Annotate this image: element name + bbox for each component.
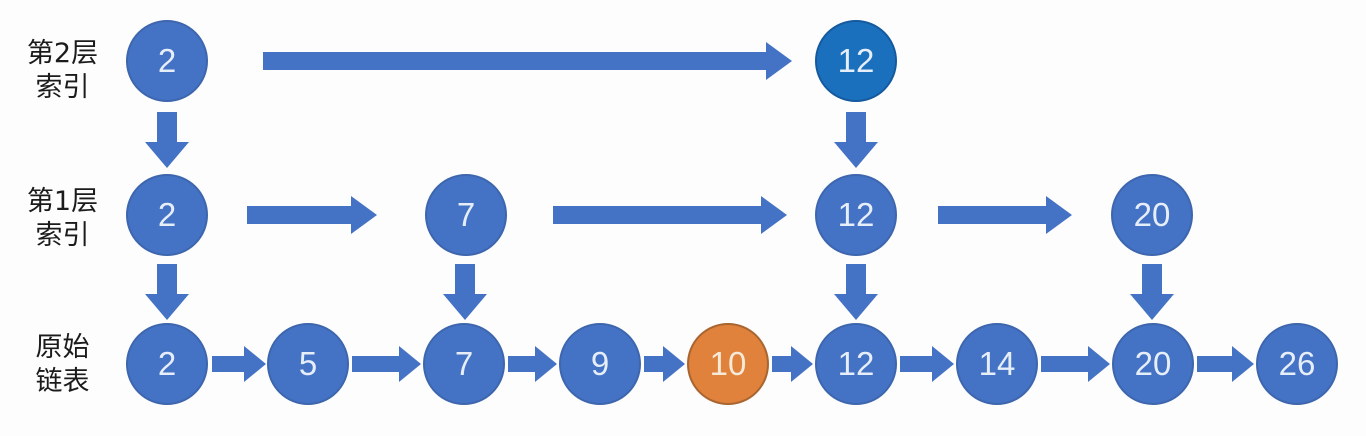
node-value: 10 [709, 345, 747, 382]
node-value: 14 [978, 345, 1016, 382]
row-label-line: 索引 [35, 72, 90, 103]
arrow-level2-2-to-12 [263, 52, 766, 70]
node-list-14: 14 [956, 323, 1038, 405]
row-label-line: 第1层 [26, 186, 99, 217]
arrow-list-20-to-26 [1197, 356, 1232, 372]
node-value: 5 [298, 345, 318, 382]
arrow-level1-7-to-12 [553, 206, 761, 224]
node-value: 2 [157, 196, 177, 233]
node-value: 7 [454, 345, 474, 382]
node-level1-12: 12 [815, 174, 897, 256]
node-value: 20 [1134, 345, 1172, 382]
node-list-10-highlighted: 10 [687, 323, 769, 405]
arrow-list-5-to-7 [352, 356, 399, 372]
node-level1-20: 20 [1111, 174, 1193, 256]
node-value: 26 [1278, 345, 1316, 382]
arrow-down-level2-12-to-level1-12 [846, 112, 866, 142]
row-label-line: 原始 [35, 332, 90, 363]
arrow-list-10-to-12 [772, 356, 791, 372]
row-label-line: 第2层 [26, 38, 99, 69]
row-label-original-list: 原始 链表 [10, 331, 115, 399]
node-list-26: 26 [1256, 323, 1338, 405]
row-label-level1-index: 第1层 索引 [10, 185, 115, 253]
arrow-list-7-to-9 [508, 356, 535, 372]
arrow-down-level1-2-to-list-2 [157, 264, 177, 294]
node-list-12: 12 [815, 323, 897, 405]
row-label-line: 链表 [35, 366, 90, 397]
arrow-down-level1-20-to-list-20 [1142, 264, 1162, 294]
node-level1-7: 7 [425, 174, 507, 256]
arrow-list-14-to-20 [1041, 356, 1088, 372]
node-value: 2 [157, 345, 177, 382]
arrow-level1-2-to-7 [247, 206, 351, 224]
node-list-7: 7 [423, 323, 505, 405]
row-label-level2-index: 第2层 索引 [10, 37, 115, 105]
node-level2-2: 2 [126, 20, 208, 102]
arrow-list-2-to-5 [212, 356, 244, 372]
node-value: 2 [157, 42, 177, 79]
node-list-2: 2 [126, 323, 208, 405]
node-value: 20 [1133, 196, 1171, 233]
node-list-20: 20 [1112, 323, 1194, 405]
arrow-down-level1-7-to-list-7 [455, 264, 475, 294]
row-label-line: 索引 [35, 220, 90, 251]
node-level2-12-highlighted: 12 [815, 20, 897, 102]
node-value: 12 [837, 345, 875, 382]
arrow-list-12-to-14 [900, 356, 932, 372]
node-value: 12 [837, 42, 875, 79]
node-value: 9 [590, 345, 610, 382]
node-level1-2: 2 [126, 174, 208, 256]
arrow-down-level2-2-to-level1-2 [157, 112, 177, 142]
arrow-level1-12-to-20 [938, 206, 1046, 224]
node-list-5: 5 [267, 323, 349, 405]
arrow-list-9-to-10 [644, 356, 663, 372]
node-list-9: 9 [559, 323, 641, 405]
arrow-down-level1-12-to-list-12 [846, 264, 866, 294]
node-value: 7 [456, 196, 476, 233]
node-value: 12 [837, 196, 875, 233]
